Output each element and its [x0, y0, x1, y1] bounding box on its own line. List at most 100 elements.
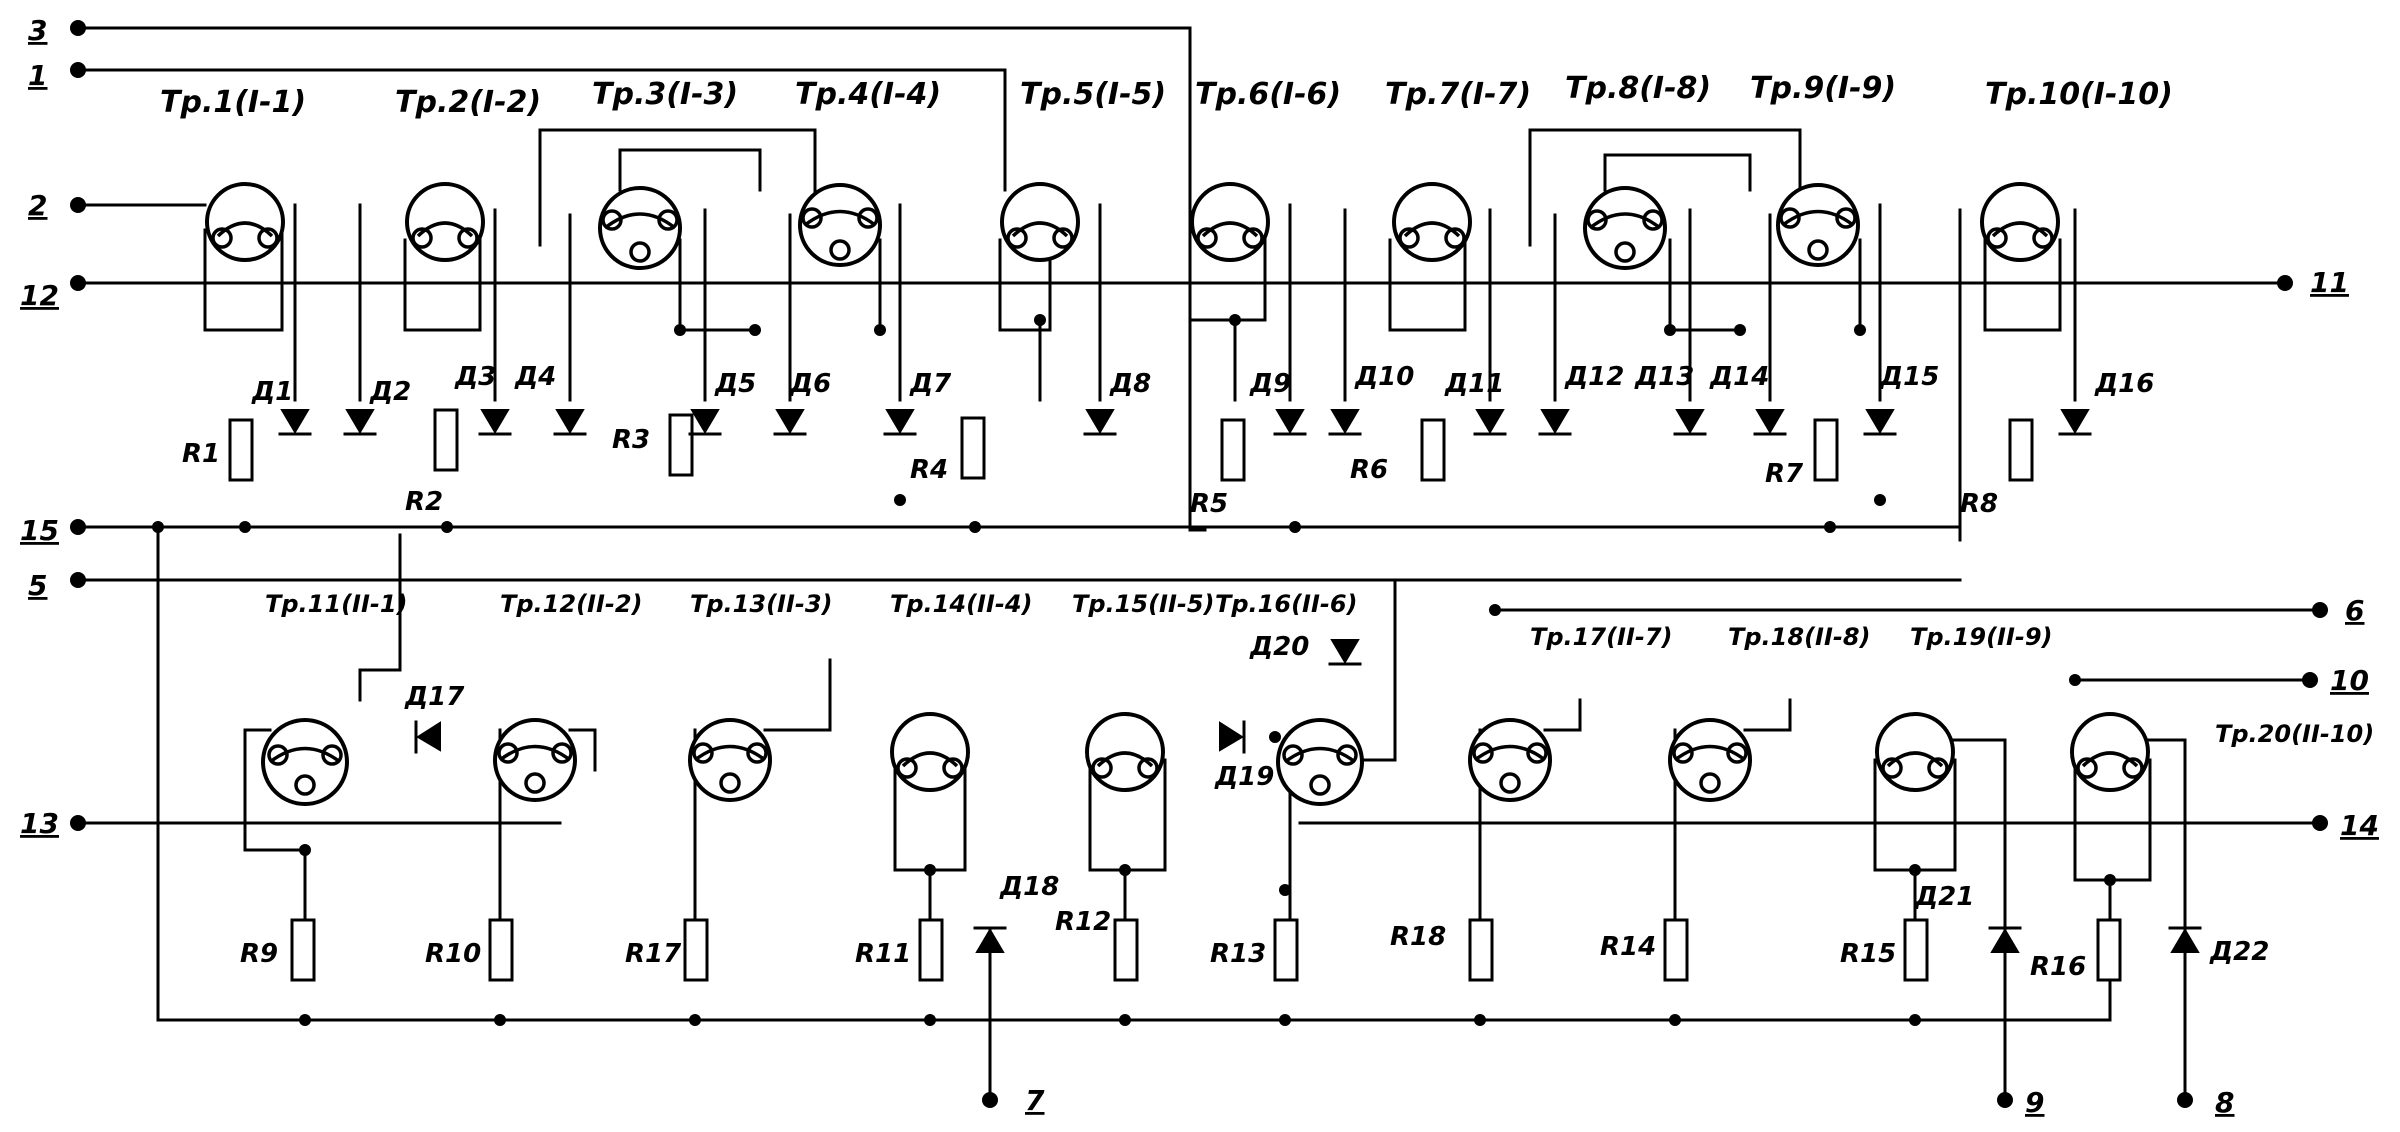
terminal-13: 13	[20, 807, 59, 840]
label-r4: R4	[910, 455, 948, 485]
label-d4: Д4	[514, 362, 556, 392]
terminal-2: 2	[28, 189, 47, 222]
part-labels: Д1 Д2 Д3 Д4 Д5 Д6 Д7 Д8 Д9 Д10 Д11 Д12 Д…	[182, 362, 2269, 982]
transformer-tr7	[1343, 182, 1492, 402]
transformer-tr3	[538, 128, 817, 402]
transformer-tr13	[688, 658, 832, 922]
terminal-dots	[70, 20, 2328, 1108]
label-tr3: Тр.3(I-3)	[592, 77, 738, 112]
transformer-tr18	[1668, 698, 1792, 922]
label-r1: R1	[182, 439, 220, 469]
label-tr16: Тр.16(II-6)	[1215, 590, 1358, 618]
label-tr15: Тр.15(II-5)	[1072, 590, 1215, 618]
label-tr7: Тр.7(I-7)	[1385, 77, 1531, 112]
label-d10: Д10	[1354, 362, 1414, 392]
label-d6: Д6	[789, 369, 831, 399]
terminal-11: 11	[2310, 266, 2349, 299]
terminal-labels: 3 1 2 12 15 5 13 11 6 10 14 7 9 8	[20, 14, 2379, 1119]
transformer-tr5	[998, 182, 1102, 402]
label-tr17: Тр.17(II-7)	[1530, 623, 1673, 651]
label-r7: R7	[1765, 459, 1804, 489]
terminal-1: 1	[28, 59, 47, 92]
label-d2: Д2	[369, 377, 411, 407]
terminal-9: 9	[2025, 1086, 2044, 1119]
transformer-tr1	[203, 182, 297, 402]
label-d19: Д19	[1214, 762, 1274, 792]
terminal-7: 7	[1025, 1084, 1045, 1117]
label-d11: Д11	[1444, 369, 1504, 399]
transformer-tr4	[618, 148, 902, 402]
resistors	[228, 408, 2122, 982]
label-r6: R6	[1350, 455, 1388, 485]
transformer-tr10	[1958, 182, 2077, 542]
label-r8: R8	[1960, 489, 1998, 519]
label-r2: R2	[405, 487, 443, 517]
label-d20: Д20	[1249, 632, 1309, 662]
label-r5: R5	[1190, 489, 1228, 519]
transformer-tr20	[2070, 712, 2187, 932]
label-d16: Д16	[2094, 369, 2154, 399]
label-tr1: Тр.1(I-1)	[160, 85, 306, 120]
label-r9: R9	[240, 939, 278, 969]
terminal-3: 3	[28, 14, 47, 47]
label-r16: R16	[2030, 952, 2086, 982]
label-d5: Д5	[714, 369, 756, 399]
top-transformer-row	[203, 128, 2077, 542]
label-tr9: Тр.9(I-9)	[1750, 71, 1896, 106]
label-tr4: Тр.4(I-4)	[795, 77, 941, 112]
label-tr2: Тр.2(I-2)	[395, 85, 541, 120]
transformer-tr8	[1528, 128, 1802, 402]
bus-wires	[76, 26, 2322, 1102]
diodes	[278, 409, 2202, 953]
label-tr5: Тр.5(I-5)	[1020, 77, 1166, 112]
label-d9: Д9	[1249, 369, 1291, 399]
label-d3: Д3	[454, 362, 496, 392]
label-r15: R15	[1840, 939, 1896, 969]
label-tr10: Тр.10(I-10)	[1985, 77, 2173, 112]
label-d1: Д1	[251, 377, 293, 407]
label-r13: R13	[1210, 939, 1266, 969]
transformer-tr6	[1188, 182, 1292, 402]
transformer-labels: Тр.1(I-1) Тр.2(I-2) Тр.3(I-3) Тр.4(I-4) …	[160, 71, 2374, 748]
transformer-tr9	[1603, 153, 1882, 402]
transformer-tr16	[1276, 578, 1397, 922]
terminal-15: 15	[20, 514, 59, 547]
terminal-5: 5	[28, 569, 47, 602]
label-tr12: Тр.12(II-2)	[500, 590, 643, 618]
label-d13: Д13	[1634, 362, 1694, 392]
transformer-tr11	[243, 533, 402, 922]
label-r14: R14	[1600, 932, 1656, 962]
label-r18: R18	[1390, 922, 1446, 952]
label-r12: R12	[1055, 907, 1111, 937]
label-r11: R11	[855, 939, 911, 969]
label-tr6: Тр.6(I-6)	[1195, 77, 1341, 112]
label-r10: R10	[425, 939, 481, 969]
label-tr18: Тр.18(II-8)	[1728, 623, 1871, 651]
label-d18: Д18	[999, 872, 1059, 902]
label-tr11: Тр.11(II-1)	[265, 590, 408, 618]
label-tr8: Тр.8(I-8)	[1565, 71, 1711, 106]
label-d14: Д14	[1709, 362, 1769, 392]
label-tr19: Тр.19(II-9)	[1910, 623, 2053, 651]
label-d22: Д22	[2209, 937, 2269, 967]
label-r17: R17	[625, 939, 682, 969]
transformer-tr14	[890, 712, 970, 922]
label-tr20: Тр.20(II-10)	[2215, 720, 2374, 748]
label-d21: Д21	[1914, 882, 1974, 912]
transformer-tr12	[493, 718, 597, 922]
label-d12: Д12	[1564, 362, 1624, 392]
terminal-6: 6	[2345, 594, 2364, 627]
terminal-12: 12	[20, 279, 59, 312]
label-r3: R3	[612, 425, 650, 455]
transformer-tr2	[358, 182, 497, 402]
transformer-tr17	[1468, 698, 1582, 922]
junction-dots	[152, 314, 2116, 1026]
label-tr13: Тр.13(II-3)	[690, 590, 833, 618]
label-d8: Д8	[1109, 369, 1151, 399]
label-tr14: Тр.14(II-4)	[890, 590, 1033, 618]
label-d7: Д7	[909, 369, 952, 399]
terminal-10: 10	[2330, 664, 2369, 697]
terminal-14: 14	[2340, 809, 2379, 842]
transformer-tr15	[1085, 712, 1167, 922]
